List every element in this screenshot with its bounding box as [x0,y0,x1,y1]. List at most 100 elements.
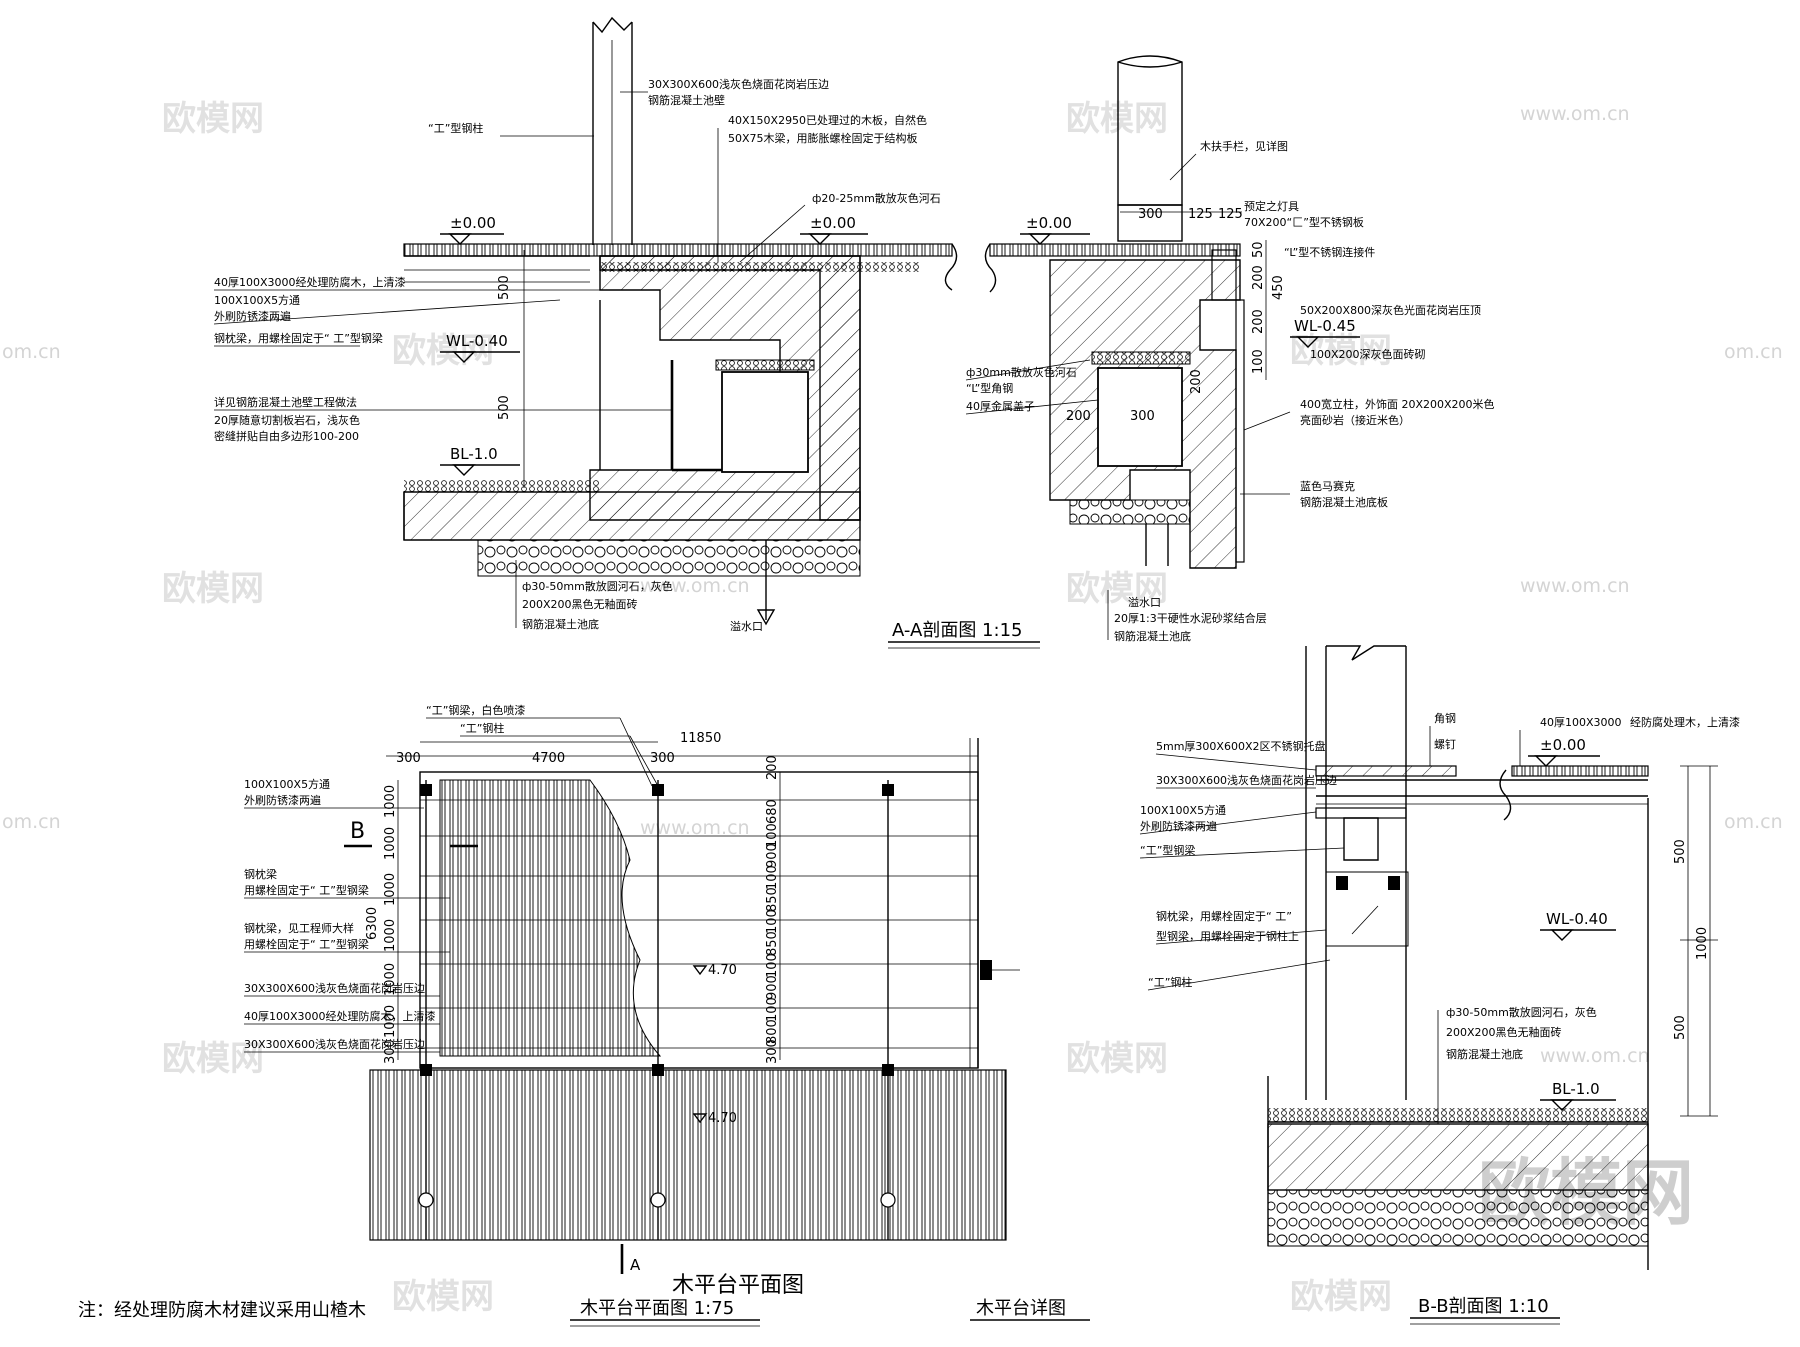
callout-label: 20厚1:3干硬性水泥砂浆结合层 [1114,611,1267,625]
level-text: ±0.00 [810,214,856,232]
dim-text: 450 [1271,275,1286,300]
level-text: ±0.00 [450,214,496,232]
watermark-site: www.om.cn [640,575,750,597]
section-bb: ±0.00 WL-0.40 BL-1.0 500 1000 500 5mm厚30… [1139,645,1740,1325]
dim-text: 900 [765,975,780,1000]
callout-label: 经防腐处理木，上清漆 [1630,715,1740,729]
dim-text: 500 [1673,839,1688,864]
dim-text: 100 [765,997,780,1022]
callout-label: 密缝拼贴自由多边形100-200 [214,429,359,443]
plan-subtitle: 木平台平面图 1:75 [580,1298,734,1319]
callout-label: 50X200X800深灰色光面花岗岩压顶 [1300,303,1481,317]
callout-label: 钢筋混凝土池壁 [648,93,725,107]
callout-label: 40厚100X3000 [1540,716,1622,729]
level-text: WL-0.45 [1294,317,1356,335]
callout-label: 钢筋混凝土池底 [1114,629,1191,643]
watermark-brand: 欧模网 [162,1039,264,1079]
callout-label: 溢水口 [730,619,763,633]
dim-text: 6300 [365,907,380,940]
dim-text: 300 [1130,409,1155,424]
dim-text: 300 [383,1039,398,1064]
callout-label: 100X100X5方通 [1140,803,1226,817]
section-aa-title: A-A剖面图 1:15 [892,620,1022,641]
dim-text: 850 [765,931,780,956]
dim-text: 125 [1188,207,1213,222]
dim-text: 100 [765,909,780,934]
callout-label: 用螺栓固定于“ 工”型钢梁 [244,883,369,897]
callout-label: ф20-25mm散放灰色河石 [812,191,941,205]
callout-label: 钢枕梁，见工程师大样 [244,921,354,935]
level-marker: ±0.00 [440,214,504,245]
dim-text: 100 [765,823,780,848]
callout-label: ф30-50mm散放圆河石，灰色 [522,579,673,593]
callout-label: 200X200黑色无釉面砖 [1446,1025,1562,1039]
watermark-brand: 欧模网 [1066,1039,1168,1079]
callout-label: 钢枕梁，用螺栓固定于“ 工”型钢梁 [214,331,383,345]
section-bb-title: B-B剖面图 1:10 [1418,1296,1549,1317]
dim-text: 300 [1138,207,1163,222]
dim-text: 680 [765,799,780,824]
callout-label: “L”型角钢 [966,381,1013,395]
dim-text: 100 [765,953,780,978]
callout-label: 70X200“匚”型不锈钢板 [1244,215,1364,229]
watermark-site: www.om.cn [1520,103,1630,125]
dim-text: 900 [765,843,780,868]
plan-main-title: 木平台平面图 [672,1273,804,1298]
callout-label: 100X100X5方通 [214,293,300,307]
dim-text: 200 [1251,309,1266,334]
level-text: ±0.00 [1026,214,1072,232]
callout-label: 40X150X2950已处理过的木板，自然色 [728,113,927,127]
callout-label: 外刷防锈漆两遍 [1140,819,1217,833]
callout-label: 预定之灯具 [1244,199,1299,213]
callout-label: 5mm厚300X600X2区不锈钢托盘 [1156,739,1326,753]
callout-label: “工”型钢梁 [1140,843,1195,857]
dim-text: 500 [497,275,512,300]
level-text: 4.70 [708,963,737,978]
dim-text: 800 [765,1019,780,1044]
level-marker: ±0.00 [800,214,868,245]
watermark-edge: om.cn [1724,811,1783,833]
dim-text: 100 [1251,349,1266,374]
callout-label: 螺钉 [1434,738,1456,751]
callout-label: 用螺栓固定于“ 工”型钢梁 [244,937,369,951]
callout-label: “工”钢柱 [1148,975,1192,989]
dim-text: 50 [1251,241,1266,258]
level-marker: WL-0.40 [440,332,520,363]
section-mark-b: B [344,819,478,848]
deck-plan: 11850 4700 300 300 1000 1000 1000 1000 1… [78,703,1090,1327]
watermark-site: www.om.cn [1540,1045,1650,1067]
callout-label: ф30-50mm散放圆河石，灰色 [1446,1005,1597,1019]
dim-text: 1000 [1695,927,1710,960]
callout-label: 型钢梁，用螺栓固定于钢柱上 [1156,929,1299,943]
dim-text: 200 [765,755,780,780]
dim-text: 1000 [383,963,398,996]
dim-text: 1000 [383,827,398,860]
callout-label: 钢筋混凝土池底 [1446,1047,1523,1061]
callout-label: ф30mm散放灰色河石 [966,365,1077,379]
level-text: BL-1.0 [1552,1080,1600,1098]
callout-label: 钢枕梁，用螺栓固定于“ 工” [1156,909,1292,923]
callout-label: 20厚随意切割板岩石，浅灰色 [214,413,360,427]
callout-label: “工”钢梁，白色喷漆 [426,703,525,717]
watermark-brand: 欧模网 [392,1277,494,1317]
dim-text: 100 [765,865,780,890]
dim-text: 200 [1189,369,1204,394]
dim-text: 500 [497,395,512,420]
section-mark-label: A [630,1256,641,1274]
section-mark-a: A [620,1244,641,1274]
watermark-brand: 欧模网 [1066,569,1168,609]
callout-label: 30X300X600浅灰色烧面花岗岩压边 [244,1037,425,1051]
level-text: WL-0.40 [446,332,508,350]
callout-label: 40厚100X3000经处理防腐木，上清漆 [214,275,406,289]
callout-label: “工”型钢柱 [428,121,483,135]
callout-label: 详见钢筋混凝土池壁工程做法 [214,395,357,409]
dim-text: 11850 [680,731,721,746]
callout-label: 角钢 [1434,712,1456,725]
watermark-site: www.om.cn [1520,575,1630,597]
dim-text: 4700 [532,751,565,766]
callout-label: 外刷防锈漆两遍 [244,793,321,807]
dim-text: 850 [765,887,780,912]
dim-text: 1000 [383,873,398,906]
dim-text: 200 [1251,265,1266,290]
